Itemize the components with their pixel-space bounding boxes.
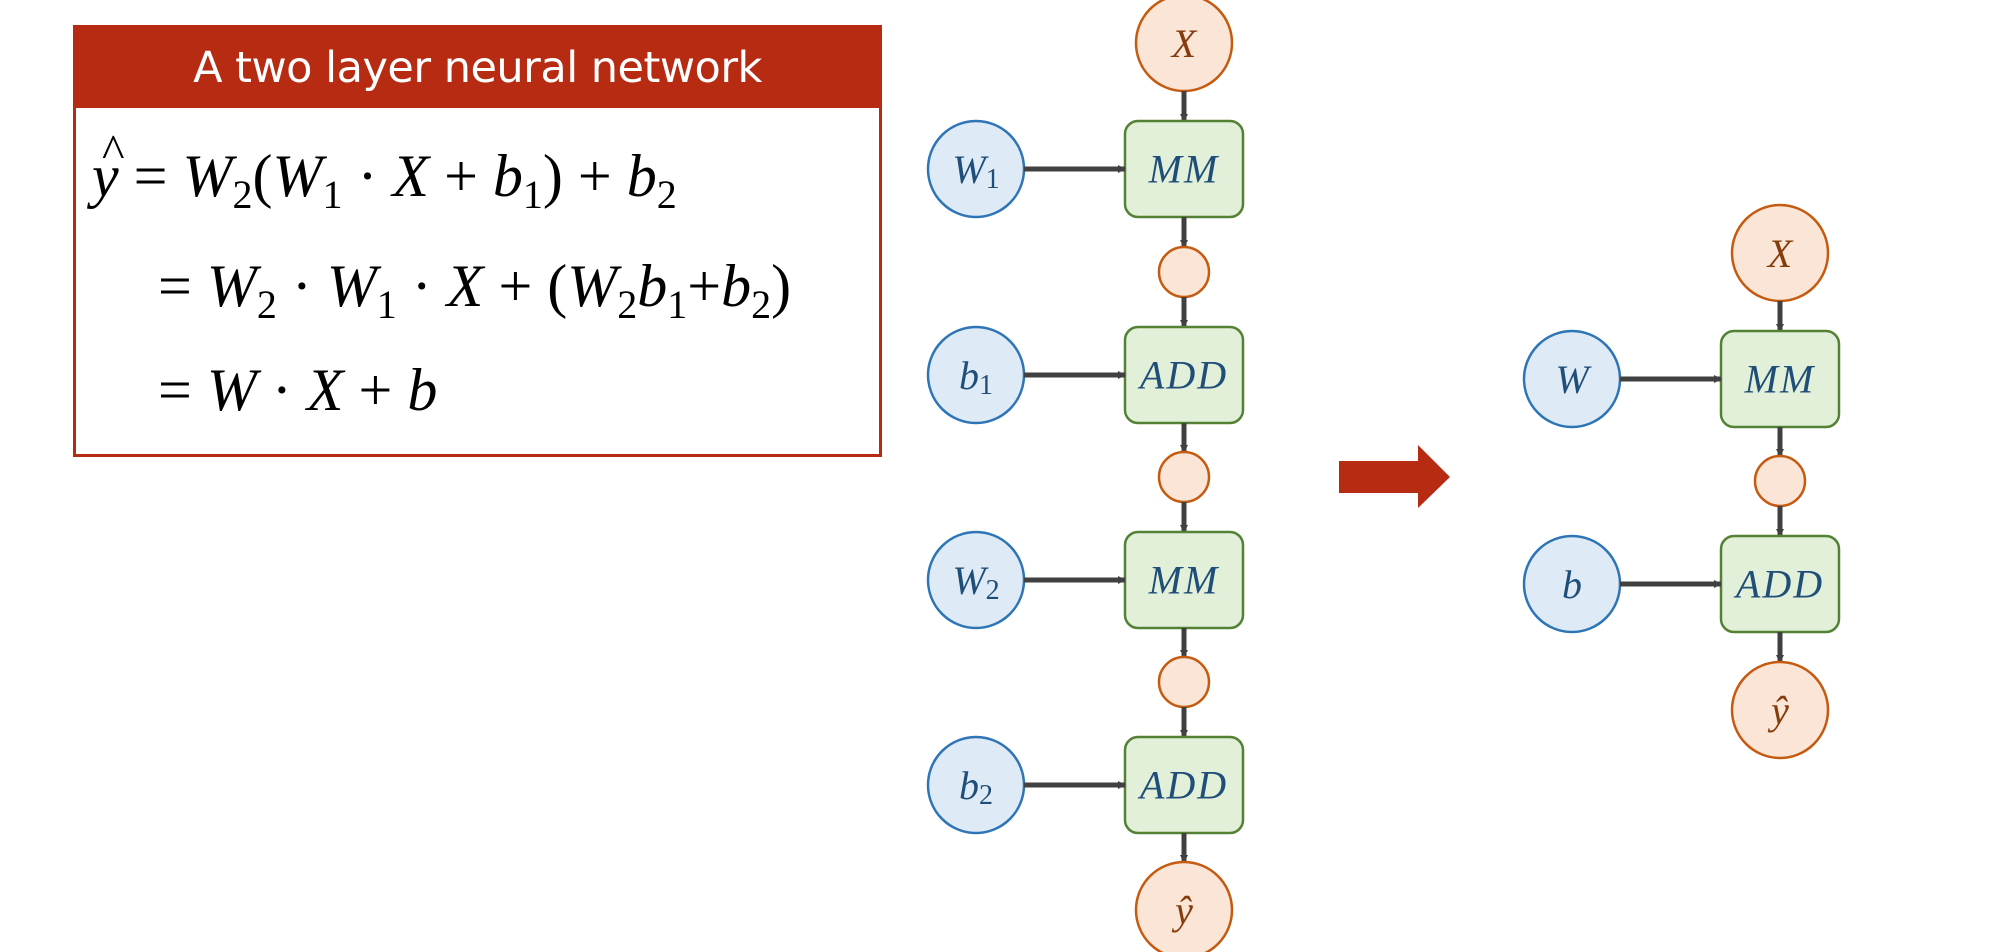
node-label-text: ŷ bbox=[1171, 888, 1193, 933]
subscript: 2 bbox=[232, 172, 253, 217]
node-label-text: X bbox=[1170, 21, 1198, 66]
subscript: 1 bbox=[522, 172, 543, 217]
node-label-text: W bbox=[1555, 357, 1592, 402]
subscript: 2 bbox=[751, 282, 772, 327]
equation-box: A two layer neural network y = W2(W1 · X… bbox=[73, 25, 882, 457]
op-node-label: ADD bbox=[1733, 562, 1824, 607]
subscript: 1 bbox=[667, 282, 688, 327]
subscript: 1 bbox=[322, 172, 343, 217]
param-node-label: W1 bbox=[952, 147, 999, 195]
operator: ) + bbox=[542, 143, 627, 209]
graph-after-fusion: X MM W ADD b ŷ bbox=[1522, 203, 1841, 760]
op-node-label: ADD bbox=[1137, 353, 1228, 398]
input-node-label: X bbox=[1766, 231, 1794, 276]
node-label-text: ŷ bbox=[1767, 688, 1789, 733]
intermediate-tensor-node bbox=[1157, 655, 1211, 709]
operator: + bbox=[343, 357, 408, 423]
operator: ( bbox=[252, 143, 273, 209]
param-node-label: W2 bbox=[952, 558, 999, 606]
op-node-label: ADD bbox=[1137, 763, 1228, 808]
op-node-label: MM bbox=[1744, 357, 1816, 402]
operator: · bbox=[396, 253, 447, 319]
node-label-text: b bbox=[959, 763, 979, 808]
subscript: 2 bbox=[256, 282, 277, 327]
variable: b bbox=[626, 143, 657, 209]
variable: b bbox=[492, 143, 523, 209]
variable: b bbox=[637, 253, 668, 319]
equation-box-title: A two layer neural network bbox=[76, 28, 879, 108]
node-label-text: W bbox=[952, 558, 989, 603]
variable: X bbox=[446, 253, 484, 319]
node-label-subscript: 2 bbox=[979, 780, 993, 811]
right-arrow-icon bbox=[1339, 445, 1450, 508]
intermediate-tensor-node bbox=[1157, 245, 1211, 299]
variable: W bbox=[326, 253, 377, 319]
op-node-label: MM bbox=[1148, 558, 1220, 603]
operator: = bbox=[158, 253, 207, 319]
param-node-label: W bbox=[1555, 357, 1592, 402]
operator: · bbox=[342, 143, 393, 209]
operator: = bbox=[118, 143, 183, 209]
output-node bbox=[1134, 860, 1234, 952]
node-label-text: b bbox=[959, 353, 979, 398]
equation-line-3: = W · X + b bbox=[158, 360, 437, 420]
intermediate-tensor-node bbox=[1157, 450, 1211, 504]
equation-line-1: y = W2(W1 · X + b1) + b2 bbox=[92, 128, 677, 215]
output-node-label: ŷ bbox=[1171, 888, 1193, 933]
variable: W bbox=[206, 357, 257, 423]
y-hat-symbol: y bbox=[92, 128, 124, 206]
node-label-subscript: 1 bbox=[986, 164, 1000, 195]
input-node-label: X bbox=[1170, 21, 1198, 66]
variable: W bbox=[272, 143, 323, 209]
operator: + bbox=[687, 253, 722, 319]
operator: + ( bbox=[483, 253, 568, 319]
param-node-label: b bbox=[1562, 562, 1582, 607]
operator: · bbox=[256, 357, 307, 423]
equation-line-2: = W2 · W1 · X + (W2b1+b2) bbox=[158, 253, 792, 325]
op-node-label: MM bbox=[1148, 147, 1220, 192]
variable: W bbox=[206, 253, 257, 319]
param-node-label: b1 bbox=[959, 353, 993, 401]
node-label-text: b bbox=[1562, 562, 1582, 607]
operator: · bbox=[276, 253, 327, 319]
node-label-subscript: 2 bbox=[986, 575, 1000, 606]
node-label-text: X bbox=[1766, 231, 1794, 276]
subscript: 2 bbox=[656, 172, 677, 217]
output-node bbox=[1730, 660, 1830, 760]
variable: W bbox=[567, 253, 618, 319]
operator: ) bbox=[771, 253, 792, 319]
variable: b bbox=[407, 357, 438, 423]
node-label-text: W bbox=[952, 147, 989, 192]
node-label-subscript: 1 bbox=[979, 370, 993, 401]
operator: = bbox=[158, 357, 207, 423]
variable: X bbox=[392, 143, 430, 209]
variable: b bbox=[721, 253, 752, 319]
transform-arrow bbox=[1339, 445, 1450, 508]
output-node-label: ŷ bbox=[1767, 688, 1789, 733]
subscript: 2 bbox=[617, 282, 638, 327]
operator: + bbox=[429, 143, 493, 209]
variable: W bbox=[182, 143, 233, 209]
subscript: 1 bbox=[376, 282, 397, 327]
intermediate-tensor-node bbox=[1753, 454, 1807, 508]
param-node-label: b2 bbox=[959, 763, 993, 811]
variable: X bbox=[306, 357, 344, 423]
